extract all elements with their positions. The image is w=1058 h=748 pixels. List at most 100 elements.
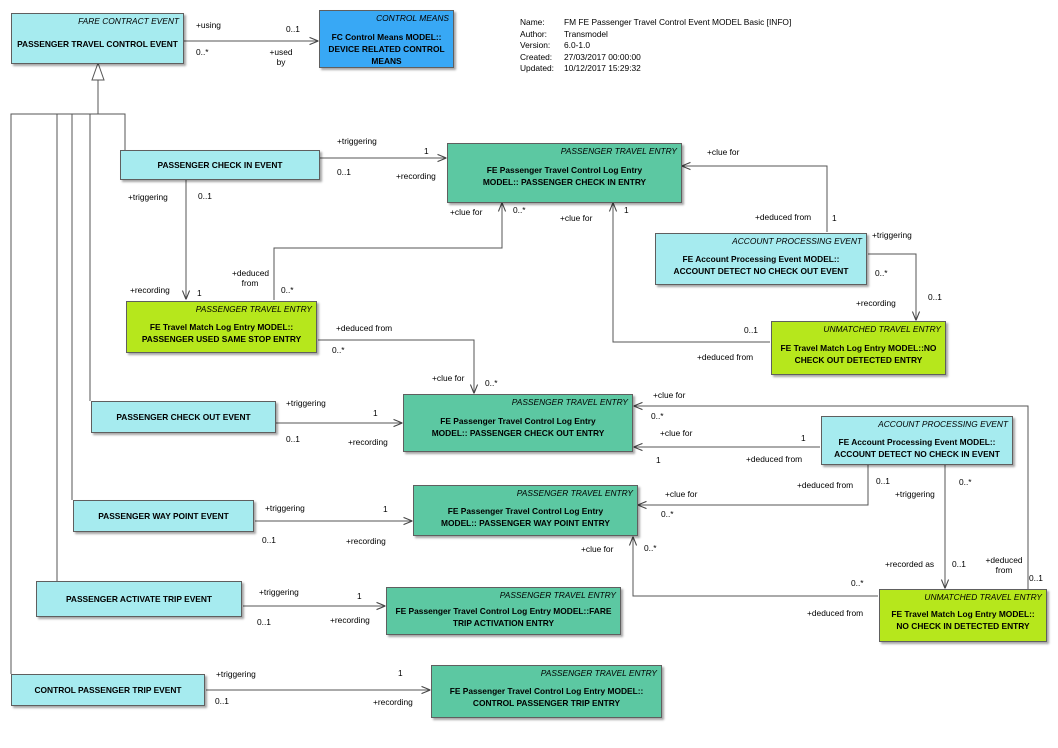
label-deduced-from: +deduced from <box>985 555 1023 575</box>
label-mult: 0..1 <box>262 535 276 545</box>
assoc-nci-detected-deduced <box>633 537 878 597</box>
label-deduced-from: +deduced from <box>232 268 270 288</box>
label-triggering: +triggering <box>337 136 377 146</box>
label-mult: 0..* <box>661 509 674 519</box>
info-row-name: Name:FM FE Passenger Travel Control Even… <box>520 17 792 27</box>
label-mult: 0..1 <box>198 191 212 201</box>
passenger-activate-trip-event-box[interactable]: PASSENGER ACTIVATE TRIP EVENT <box>36 581 242 617</box>
label-recording: +recording <box>348 437 388 447</box>
label-mult: 1 <box>197 288 202 298</box>
label-mult: 1 <box>383 504 388 514</box>
label-recorded-as: +recorded as <box>885 559 935 569</box>
assoc-nci-checkout-clue1 <box>634 406 1029 590</box>
label-clue-for: +clue for <box>660 428 693 438</box>
label-mult: 1 <box>398 668 403 678</box>
label-mult: 0..* <box>851 578 864 588</box>
label-clue-for: +clue for <box>581 544 614 554</box>
assoc-nci-waypoint <box>638 465 869 505</box>
passenger-way-point-event-box[interactable]: PASSENGER WAY POINT EVENT <box>73 500 254 532</box>
label-mult: 1 <box>801 433 806 443</box>
info-row-created: Created:27/03/2017 00:00:00 <box>520 51 641 62</box>
label-mult: 0..1 <box>876 476 890 486</box>
label-deduced-from: +deduced from <box>697 352 754 362</box>
label-triggering: +triggering <box>128 192 168 202</box>
account-detect-no-check-out-event-box[interactable]: ACCOUNT PROCESSING EVENT FE Account Proc… <box>655 233 867 285</box>
label-mult: 1 <box>357 591 362 601</box>
fare-trip-activation-entry-box[interactable]: PASSENGER TRAVEL ENTRY FE Passenger Trav… <box>386 587 621 635</box>
label-mult: 0..* <box>196 47 209 57</box>
assoc-acc-nco-trigger <box>868 253 916 320</box>
label-mult: 0..* <box>332 345 345 355</box>
passenger-check-in-entry-box[interactable]: PASSENGER TRAVEL ENTRY FE Passenger Trav… <box>447 143 682 203</box>
label-mult: 0..* <box>513 205 526 215</box>
assoc-acc-nco-clue <box>682 166 828 232</box>
label-using: +using <box>196 20 221 30</box>
label-mult: 1 <box>832 213 837 223</box>
label-mult: 0..* <box>644 543 657 553</box>
label-triggering: +triggering <box>265 503 305 513</box>
generalization-checkin <box>97 80 126 150</box>
generalization-arrowhead <box>91 61 105 81</box>
label-used-by: +used by <box>269 47 293 67</box>
passenger-check-out-entry-box[interactable]: PASSENGER TRAVEL ENTRY FE Passenger Trav… <box>403 394 633 452</box>
label-deduced-from: +deduced from <box>755 212 812 222</box>
passenger-way-point-entry-box[interactable]: PASSENGER TRAVEL ENTRY FE Passenger Trav… <box>413 485 638 536</box>
passenger-used-same-stop-entry-box[interactable]: PASSENGER TRAVEL ENTRY FE Travel Match L… <box>126 301 317 353</box>
label-clue-for: +clue for <box>432 373 465 383</box>
assoc-samestop-clue <box>273 203 502 300</box>
info-row-updated: Updated:10/12/2017 15:29:32 <box>520 63 641 73</box>
info-row-author: Author:Transmodel <box>520 28 608 39</box>
label-recording: +recording <box>330 615 370 625</box>
label-triggering: +triggering <box>895 489 935 499</box>
label-mult: 0..1 <box>286 434 300 444</box>
label-mult: 1 <box>373 408 378 418</box>
no-check-in-detected-entry-box[interactable]: UNMATCHED TRAVEL ENTRY FE Travel Match L… <box>879 589 1047 642</box>
label-recording: +recording <box>396 171 436 181</box>
label-mult: 1 <box>424 146 429 156</box>
label-deduced-from: +deduced from <box>807 608 864 618</box>
label-mult: 0..* <box>875 268 888 278</box>
account-detect-no-check-in-event-box[interactable]: ACCOUNT PROCESSING EVENT FE Account Proc… <box>821 416 1013 465</box>
label-mult: 0..1 <box>337 167 351 177</box>
device-related-control-means-box[interactable]: CONTROL MEANS FC Control Means MODEL:: D… <box>319 10 454 68</box>
label-mult: 0..1 <box>286 24 300 34</box>
label-clue-for: +clue for <box>450 207 483 217</box>
label-deduced-from: +deduced from <box>797 480 854 490</box>
passenger-travel-control-event-box[interactable]: FARE CONTRACT EVENT PASSENGER TRAVEL CON… <box>11 13 184 64</box>
label-deduced-from: +deduced from <box>336 323 393 333</box>
label-triggering: +triggering <box>872 230 912 240</box>
diagram-info: Name:FM FE Passenger Travel Control Even… <box>520 17 791 75</box>
label-mult: 1 <box>624 205 629 215</box>
label-mult: 0..1 <box>744 325 758 335</box>
label-mult: 0..* <box>485 378 498 388</box>
label-recording: +recording <box>373 697 413 707</box>
control-passenger-trip-event-box[interactable]: CONTROL PASSENGER TRIP EVENT <box>11 674 205 706</box>
assoc-nco-deduced <box>613 203 770 343</box>
label-recording: +recording <box>856 298 896 308</box>
passenger-check-out-event-box[interactable]: PASSENGER CHECK OUT EVENT <box>91 401 276 433</box>
label-triggering: +triggering <box>259 587 299 597</box>
generalization-trunk <box>10 113 125 674</box>
label-clue-for: +clue for <box>653 390 686 400</box>
label-clue-for: +clue for <box>665 489 698 499</box>
label-mult: 0..* <box>651 411 664 421</box>
control-passenger-trip-entry-box[interactable]: PASSENGER TRAVEL ENTRY FE Passenger Trav… <box>431 665 662 718</box>
label-clue-for: +clue for <box>707 147 740 157</box>
info-row-version: Version:6.0-1.0 <box>520 40 591 50</box>
passenger-check-in-event-box[interactable]: PASSENGER CHECK IN EVENT <box>120 150 320 180</box>
assoc-samestop-checkout <box>318 339 474 393</box>
label-mult: 0..* <box>281 285 294 295</box>
label-mult: 0..1 <box>928 292 942 302</box>
label-mult: 0..* <box>959 477 972 487</box>
label-mult: 1 <box>656 455 661 465</box>
label-mult: 0..1 <box>952 559 966 569</box>
label-mult: 0..1 <box>1029 573 1043 583</box>
label-recording: +recording <box>130 285 170 295</box>
label-triggering: +triggering <box>216 669 256 679</box>
label-clue-for: +clue for <box>560 213 593 223</box>
label-mult: 0..1 <box>215 696 229 706</box>
label-recording: +recording <box>346 536 386 546</box>
no-check-out-detected-entry-box[interactable]: UNMATCHED TRAVEL ENTRY FE Travel Match L… <box>771 321 946 375</box>
label-deduced-from: +deduced from <box>746 454 803 464</box>
